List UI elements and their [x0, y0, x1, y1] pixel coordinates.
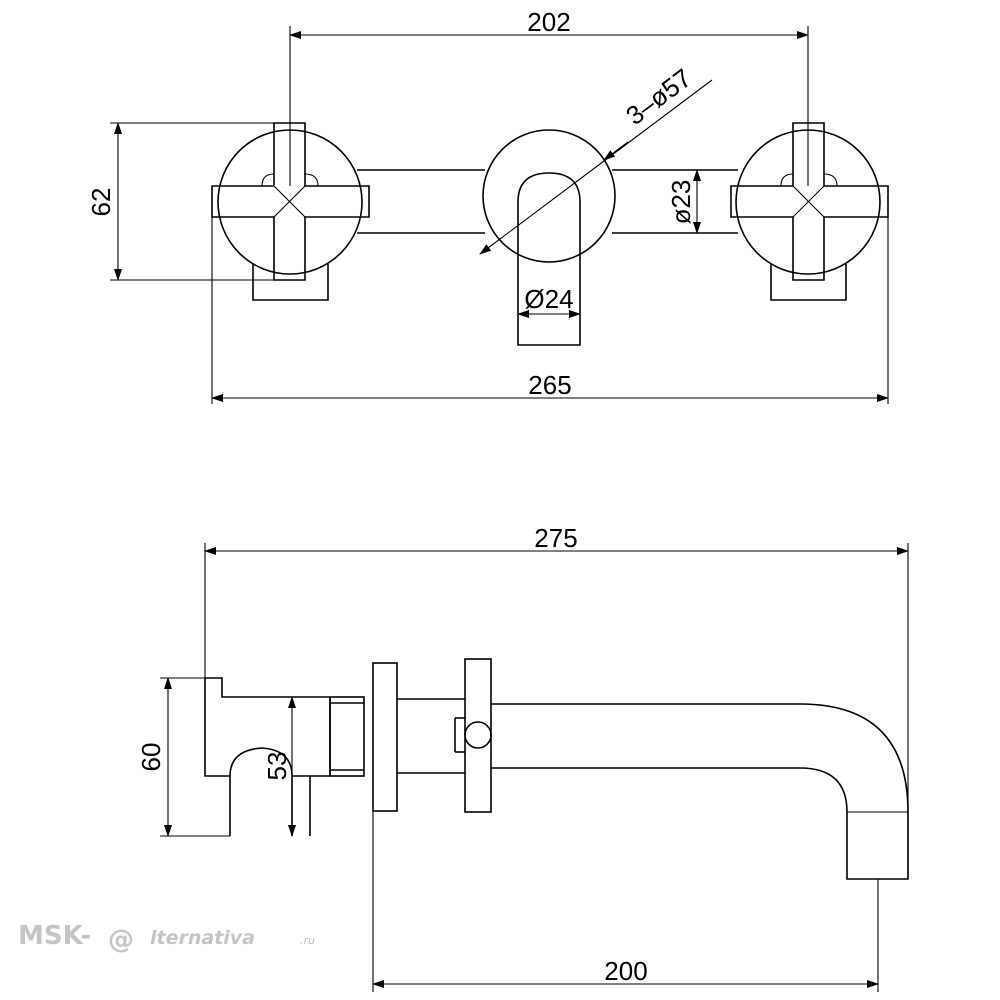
spout: Ø24: [482, 129, 616, 346]
watermark: MSK- @ lternativa .ru: [18, 921, 315, 955]
right-handle: [730, 122, 889, 301]
dimension-pipe-23: ø23: [612, 169, 704, 234]
side-view: 275 60 53 200: [136, 523, 909, 992]
watermark-at-logo: @: [108, 925, 134, 955]
watermark-suffix: lternativa: [150, 927, 255, 949]
pipe-diameter-label: ø23: [666, 180, 696, 225]
dimension-62: 62: [86, 122, 274, 281]
handle-spacing-label: 202: [527, 7, 570, 37]
spout-diameter-label: Ø24: [524, 284, 573, 314]
overall-length-label: 275: [534, 523, 577, 553]
top-view: Ø24 202 3–ø57 62 ø23: [86, 7, 889, 404]
spout-reach-label: 200: [604, 956, 647, 986]
dimension-60: 60: [136, 677, 230, 837]
watermark-tld: .ru: [300, 934, 315, 947]
dimension-275: 275: [204, 523, 909, 879]
dimension-53: 53: [262, 696, 296, 837]
spout-pipe: [491, 703, 909, 880]
watermark-prefix: MSK-: [18, 921, 91, 951]
side-height-label: 60: [136, 743, 166, 772]
valve-sleeve: [329, 658, 492, 813]
body-height-label: 53: [262, 752, 292, 781]
overall-width-label: 265: [528, 370, 571, 400]
dimension-265: 265: [211, 217, 889, 404]
dimension-200: 200: [372, 811, 879, 992]
top-height-label: 62: [86, 188, 116, 217]
dimension-202: 202: [289, 7, 809, 186]
